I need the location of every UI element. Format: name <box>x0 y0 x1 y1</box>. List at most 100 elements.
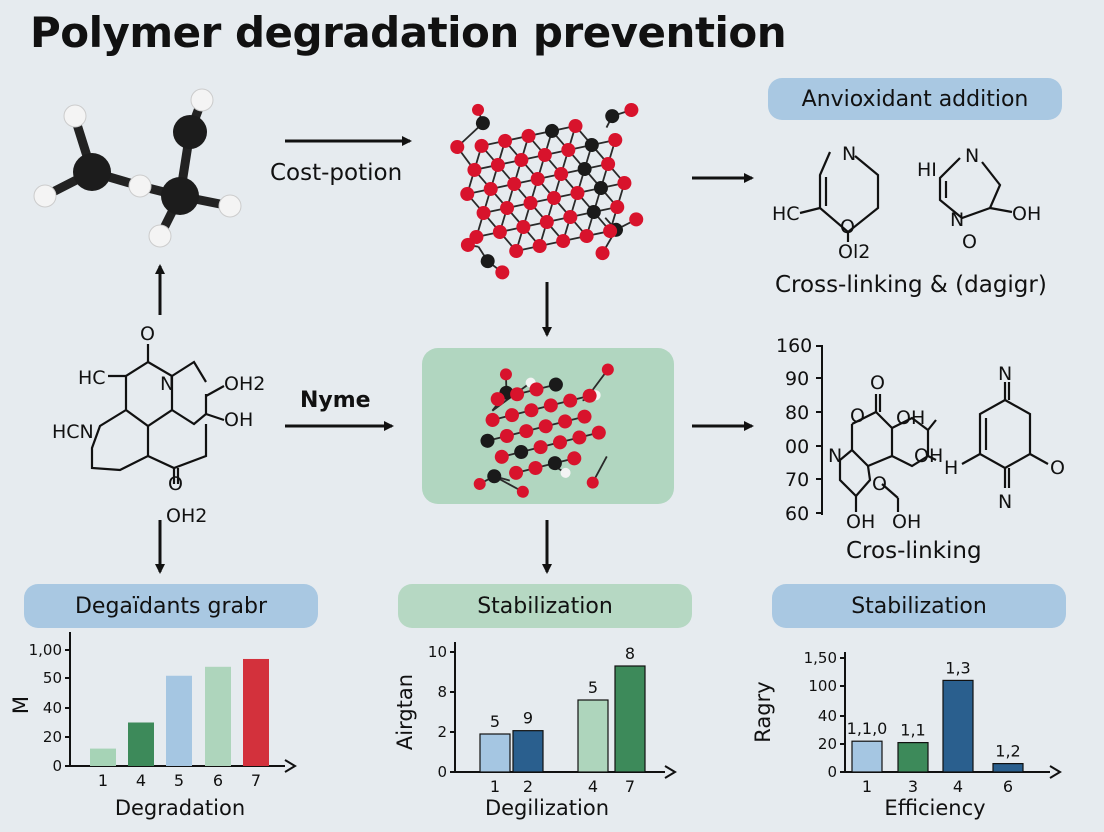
center-hcn: HCN <box>52 421 94 443</box>
data-label: 8 <box>625 644 635 663</box>
x-tick-label: 7 <box>251 771 261 790</box>
center-oh: OH <box>224 409 253 431</box>
bar-1 <box>90 748 116 766</box>
x-tick-label: 2 <box>523 777 533 796</box>
data-label: 9 <box>523 709 533 728</box>
q-n-bottom: N <box>998 491 1012 513</box>
axis-val-70: 70 <box>785 469 809 491</box>
structure-bicyclic <box>838 394 937 512</box>
y-tick-label: 20 <box>43 728 62 746</box>
bar-2 <box>512 730 544 773</box>
q-h: H <box>944 457 958 479</box>
axis-val-60: 60 <box>785 503 809 525</box>
m2-n: N <box>965 145 979 167</box>
data-label: 1,2 <box>995 742 1020 761</box>
x-axis-arrow <box>284 759 297 773</box>
bar-4 <box>942 679 974 773</box>
center-hc: HC <box>78 367 106 389</box>
x-tick-label: 6 <box>1003 777 1013 796</box>
x-tick-label: 5 <box>174 771 184 790</box>
degradants-pill: Degaїdants grabr <box>24 584 318 628</box>
data-label: 1,3 <box>945 658 970 677</box>
structure-fused-rings <box>90 344 225 484</box>
bar-7 <box>243 658 269 766</box>
y-tick-label: 10 <box>428 643 447 661</box>
center-oh2-bottom: OH2 <box>166 505 207 527</box>
m2-oh: OH <box>1012 203 1041 225</box>
m1-n: N <box>842 143 856 165</box>
y-axis-label: Ragry <box>751 681 775 742</box>
x-tick-label: 7 <box>625 777 635 796</box>
data-label: 5 <box>588 678 598 697</box>
x-axis-label: Degradation <box>115 796 245 820</box>
x-tick-label: 1 <box>490 777 500 796</box>
x-tick-label: 4 <box>953 777 963 796</box>
r-oh-bottom: OH <box>846 511 875 533</box>
center-n: N <box>160 373 174 395</box>
y-axis-label: Airgtan <box>393 674 417 750</box>
structure-pyrazinone <box>938 157 1013 220</box>
bar-4 <box>577 699 609 773</box>
m2-hi: HI <box>917 159 937 181</box>
y-tick-label: 40 <box>818 707 837 725</box>
x-axis-label: Efficiency <box>884 796 985 820</box>
bar-3 <box>897 741 929 773</box>
r-o-top: O <box>870 372 885 394</box>
x-axis-arrow <box>664 765 677 779</box>
y-axis-label: M <box>9 696 33 714</box>
y-tick-label: 20 <box>818 735 837 753</box>
m1-hc: HC <box>772 203 800 225</box>
axis-val-90: 90 <box>785 368 809 390</box>
crosslinking-dagigr-label: Cross-linking & (dagigr) <box>775 272 1047 298</box>
q-n-top: N <box>998 363 1012 385</box>
bar-1 <box>479 733 511 773</box>
center-o-top: O <box>140 323 155 345</box>
y-tick-label: 8 <box>437 683 447 701</box>
structure-quinone-diimine <box>961 382 1049 488</box>
y-tick-label: 0 <box>437 763 447 781</box>
bar-4 <box>128 722 154 766</box>
r-oh: OH <box>896 407 925 429</box>
m1-ol2: Ol2 <box>838 241 870 263</box>
x-tick-label: 3 <box>908 777 918 796</box>
cost-potion-label: Cost-potion <box>270 160 403 186</box>
antioxidant-addition-pill: Anvioxidant addition <box>768 78 1062 120</box>
y-tick-label: 1,50 <box>804 649 837 667</box>
x-tick-label: 4 <box>136 771 146 790</box>
y-tick-label: 0 <box>827 763 837 781</box>
y-tick-label: 0 <box>52 757 62 775</box>
x-tick-label: 6 <box>213 771 223 790</box>
right-axis <box>816 345 823 515</box>
data-label: 5 <box>490 712 500 731</box>
r-o-ring: O <box>872 473 887 495</box>
r-n: N <box>828 445 842 467</box>
y-tick-label: 100 <box>808 677 837 695</box>
r-oh-2: OH <box>914 445 943 467</box>
y-tick-label: 2 <box>437 723 447 741</box>
x-axis-arrow <box>1049 765 1062 779</box>
data-label: 1,1 <box>900 721 925 740</box>
m2-n2: N <box>950 209 964 231</box>
bar-7 <box>614 665 646 773</box>
bar-5 <box>166 675 192 766</box>
axis-val-00: 00 <box>785 436 809 458</box>
bar-6 <box>992 762 1024 773</box>
m2-o: O <box>962 231 977 253</box>
center-o-bottom: O <box>168 473 183 495</box>
y-tick-label: 1,00 <box>29 641 62 659</box>
y-tick-label: 40 <box>43 699 62 717</box>
x-tick-label: 4 <box>588 777 598 796</box>
y-tick-label: 50 <box>43 669 62 687</box>
q-o: O <box>1050 457 1065 479</box>
center-oh2: OH2 <box>224 373 265 395</box>
axis-val-80: 80 <box>785 402 809 424</box>
r-oh-bottom-2: OH <box>892 511 921 533</box>
